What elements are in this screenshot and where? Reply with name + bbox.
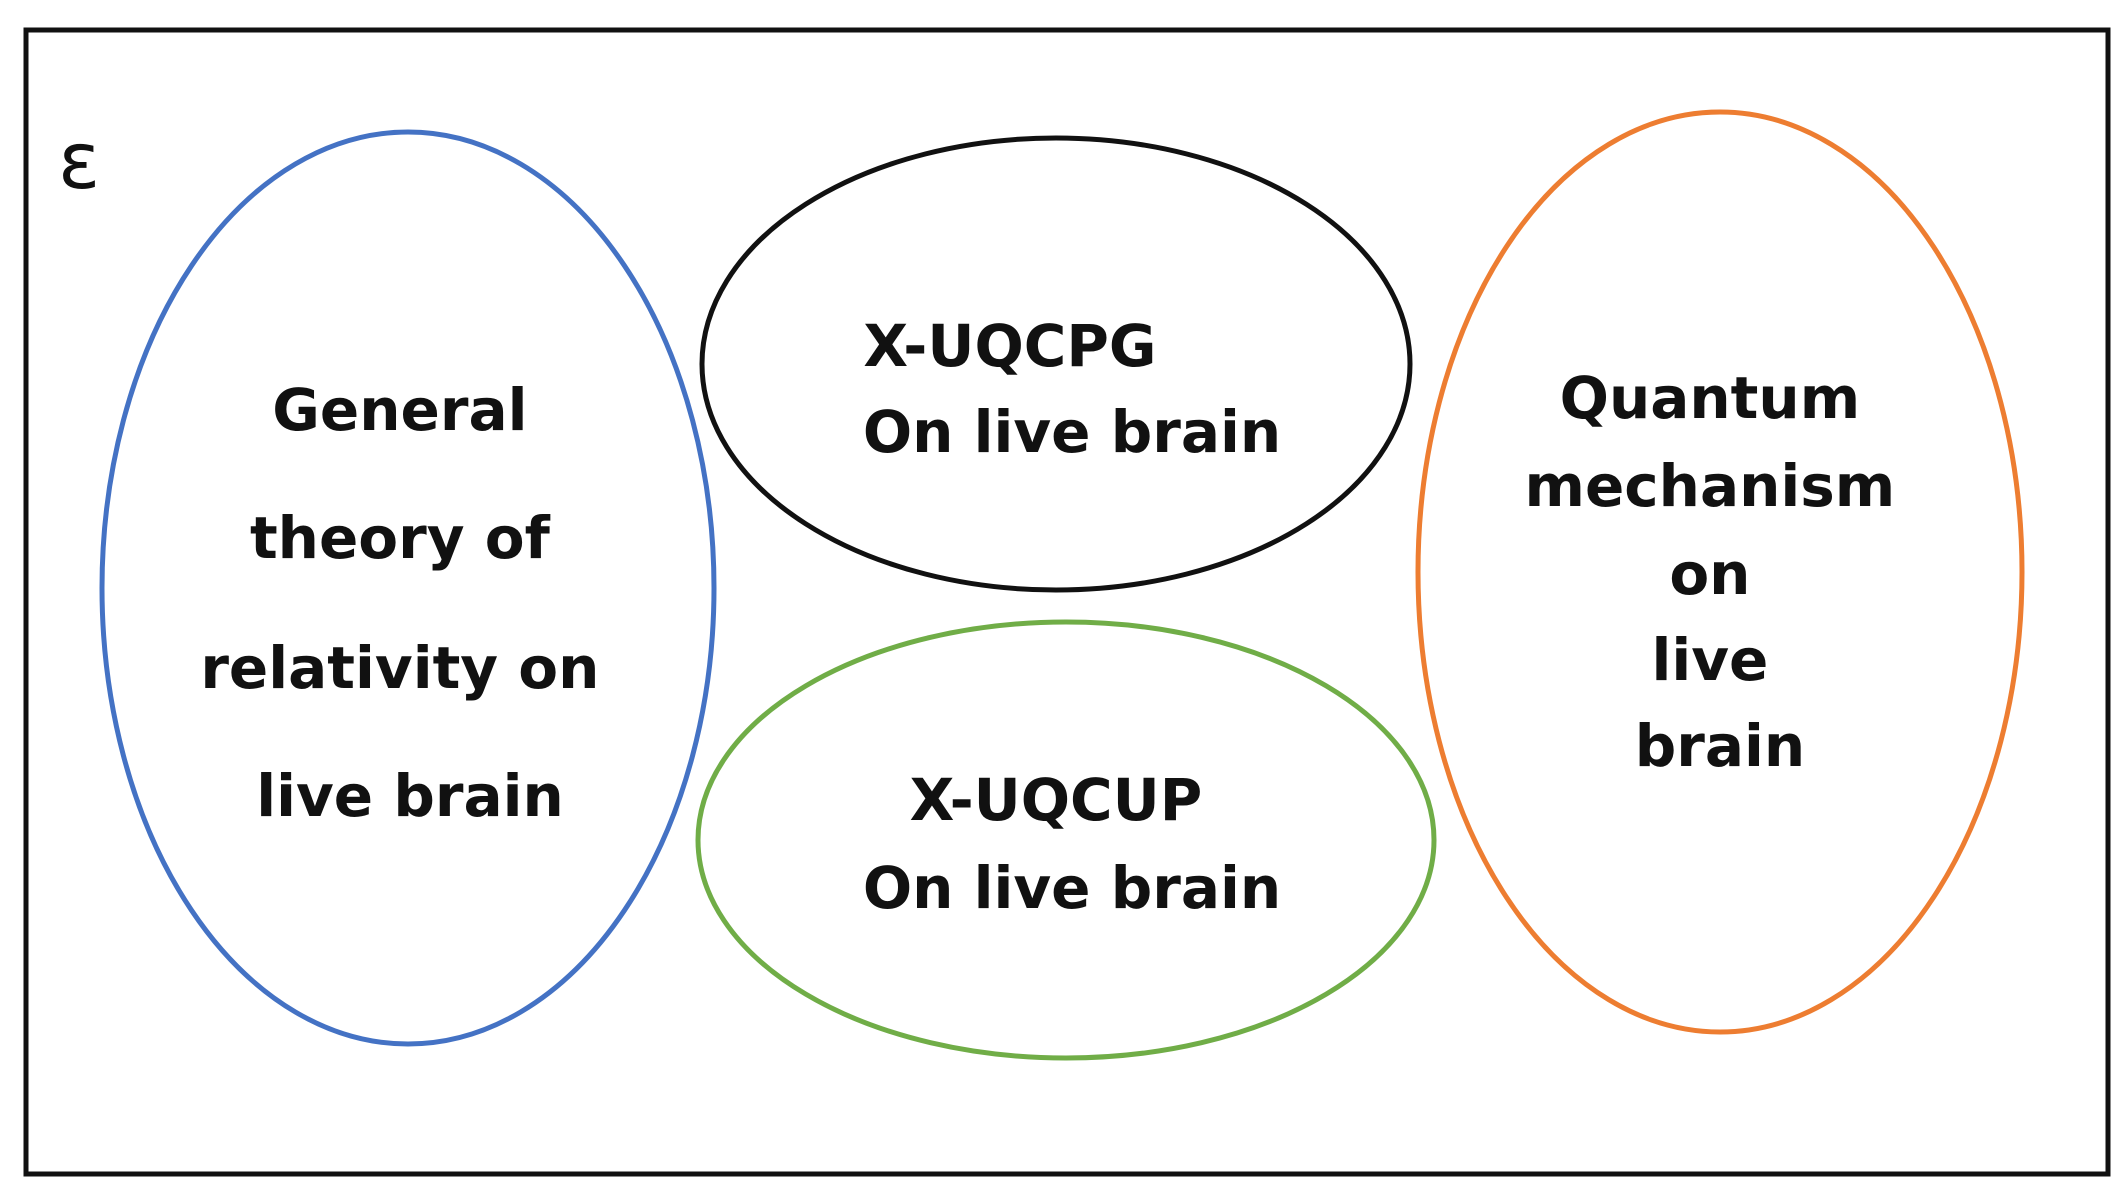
label-line: Quantum: [1560, 364, 1860, 432]
set-label-relativity: General theory of relativity on live bra…: [200, 376, 619, 830]
label-line: brain: [1635, 712, 1805, 780]
label-line: On live brain: [863, 398, 1281, 466]
set-label-quantum: Quantum mechanism on live brain: [1525, 364, 1916, 780]
set-ellipse-quantum: [1415, 109, 2025, 1035]
universe-symbol: ɛ: [58, 117, 100, 207]
label-line: live: [1651, 626, 1768, 694]
set-ellipse-relativity: [99, 129, 717, 1047]
label-line: mechanism: [1525, 452, 1896, 520]
label-line: theory of: [250, 504, 551, 572]
set-ellipse-uqcpg: [699, 135, 1413, 593]
set-label-uqcup: X-UQCUP On live brain: [863, 766, 1281, 922]
label-line: X-UQCPG: [863, 312, 1156, 380]
universe-border: [23, 27, 2111, 1177]
label-line: On live brain: [863, 854, 1281, 922]
label-line: X-UQCUP: [910, 766, 1203, 834]
label-line: on: [1669, 540, 1750, 608]
label-line: General: [272, 376, 527, 444]
label-line: live brain: [256, 762, 564, 830]
set-ellipse-uqcup: [695, 619, 1437, 1061]
label-line: relativity on: [200, 634, 599, 702]
set-label-uqcpg: X-UQCPG On live brain: [863, 312, 1281, 466]
